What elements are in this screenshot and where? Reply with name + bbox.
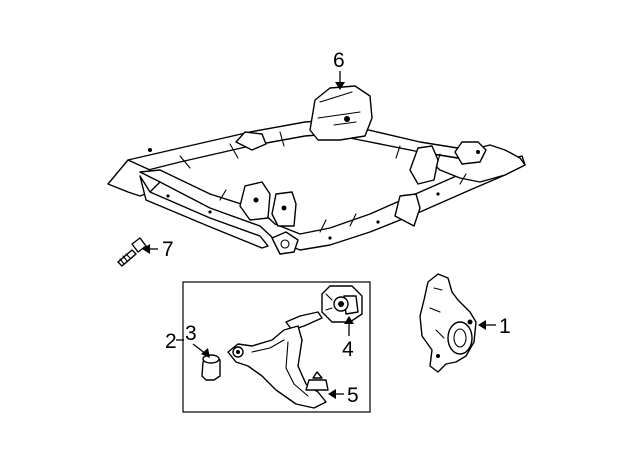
- callout-5: 5: [347, 384, 359, 407]
- leader-line-5: [328, 389, 344, 399]
- steering-knuckle-icon: [419, 273, 477, 373]
- ball-joint-icon: [305, 371, 329, 391]
- engine-cradle-icon: [107, 85, 526, 255]
- control-arm-detail-box: [182, 281, 371, 413]
- leader-line-4: [344, 316, 354, 336]
- rear-bushing-icon: [321, 285, 363, 323]
- callout-1: 1: [499, 315, 511, 338]
- bolt-icon: [117, 237, 147, 267]
- front-bushing-icon: [201, 354, 221, 381]
- callout-4: 4: [342, 338, 354, 361]
- leader-line-1: [478, 320, 496, 330]
- callout-3: 3: [185, 322, 197, 345]
- leader-line-7: [142, 244, 158, 254]
- callout-6: 6: [333, 49, 345, 72]
- leader-line-6: [335, 71, 345, 90]
- callout-2: 2: [165, 330, 177, 353]
- lower-control-arm-assembly-icon: [227, 311, 327, 409]
- leader-line-3: [192, 343, 210, 358]
- callout-7: 7: [162, 238, 174, 261]
